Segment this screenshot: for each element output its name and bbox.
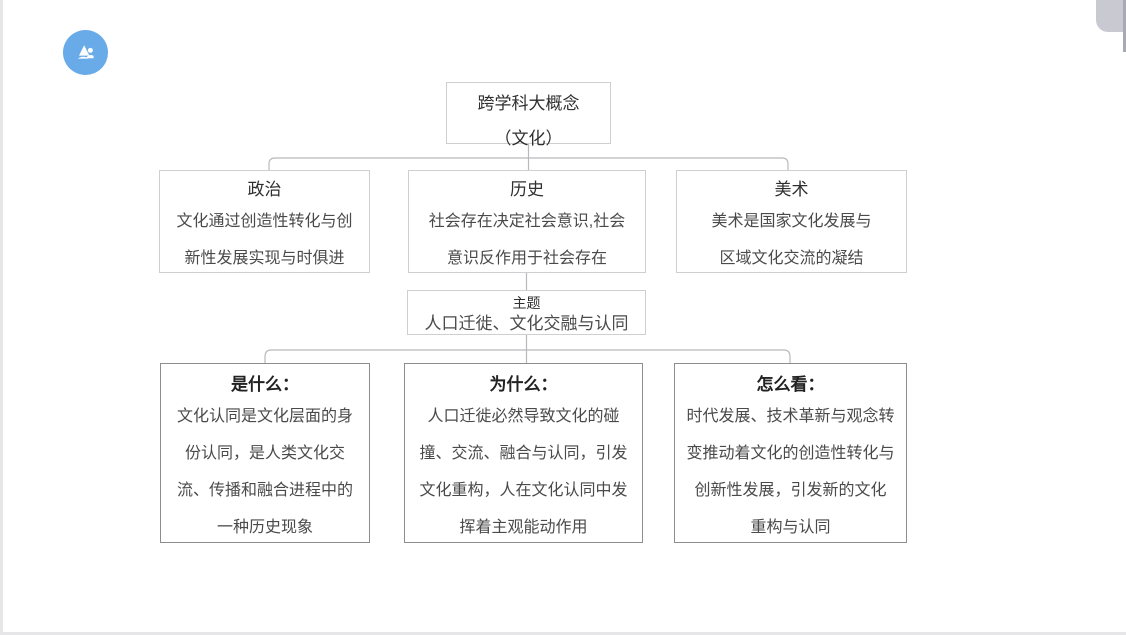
- node-theme-title: 主题: [512, 295, 541, 311]
- node-root-subtitle: （文化）: [494, 129, 563, 148]
- node-question-why[interactable]: 为什么： 人口迁徙必然导致文化的碰 撞、交流、融合与认同，引发 文化重构，人在文…: [404, 363, 643, 543]
- node-how-title: 怎么看：: [756, 375, 825, 394]
- node-why-line-1: 人口迁徙必然导致文化的碰: [427, 408, 620, 425]
- node-discipline-politics[interactable]: 政治 文化通过创造性转化与创 新性发展实现与时俱进: [159, 170, 370, 273]
- node-art-body: 美术是国家文化发展与 区域文化交流的凝结: [711, 213, 872, 267]
- node-theme-body: 人口迁徙、文化交融与认同: [424, 314, 629, 333]
- node-discipline-history[interactable]: 历史 社会存在决定社会意识,社会 意识反作用于社会存在: [408, 170, 646, 273]
- node-art-title: 美术: [774, 180, 809, 199]
- node-root-title: 跨学科大概念: [477, 94, 580, 113]
- node-why-line-3: 文化重构，人在文化认同中发: [419, 482, 628, 499]
- node-why-title: 为什么：: [489, 375, 558, 394]
- node-what-line-1: 文化认同是文化层面的身: [176, 408, 353, 425]
- node-history-title: 历史: [510, 180, 544, 199]
- node-question-how[interactable]: 怎么看： 时代发展、技术革新与观念转 变推动着文化的创造性转化与 创新性发展，引…: [674, 363, 907, 543]
- node-how-line-4: 重构与认同: [750, 519, 831, 536]
- app-logo[interactable]: [63, 30, 108, 75]
- right-edge-scrollbar[interactable]: [1123, 0, 1126, 52]
- node-what-line-2: 份认同，是人类文化交: [184, 445, 345, 462]
- node-question-what[interactable]: 是什么： 文化认同是文化层面的身 份认同，是人类文化交 流、传播和融合进程中的 …: [160, 363, 370, 543]
- node-discipline-art[interactable]: 美术 美术是国家文化发展与 区域文化交流的凝结: [676, 170, 907, 273]
- node-why-line-4: 挥着主观能动作用: [459, 519, 588, 536]
- node-politics-title: 政治: [247, 180, 282, 199]
- node-theme[interactable]: 主题 人口迁徙、文化交融与认同: [407, 290, 646, 335]
- node-root-concept[interactable]: 跨学科大概念 （文化）: [446, 82, 611, 148]
- mountain-image-icon: [73, 40, 99, 66]
- node-how-line-1: 时代发展、技术革新与观念转: [686, 408, 895, 425]
- node-what-line-4: 一种历史现象: [216, 519, 313, 536]
- node-how-line-3: 创新性发展，引发新的文化: [694, 482, 887, 499]
- node-what-title: 是什么：: [231, 375, 299, 394]
- corner-overlay-tab[interactable]: [1096, 0, 1126, 32]
- node-why-line-2: 撞、交流、融合与认同，引发: [419, 445, 628, 462]
- node-history-body: 社会存在决定社会意识,社会 意识反作用于社会存在: [428, 213, 626, 267]
- node-politics-body: 文化通过创造性转化与创 新性发展实现与时俱进: [176, 213, 353, 267]
- node-what-line-3: 流、传播和融合进程中的: [176, 482, 353, 499]
- node-how-line-2: 变推动着文化的创造性转化与: [686, 445, 895, 462]
